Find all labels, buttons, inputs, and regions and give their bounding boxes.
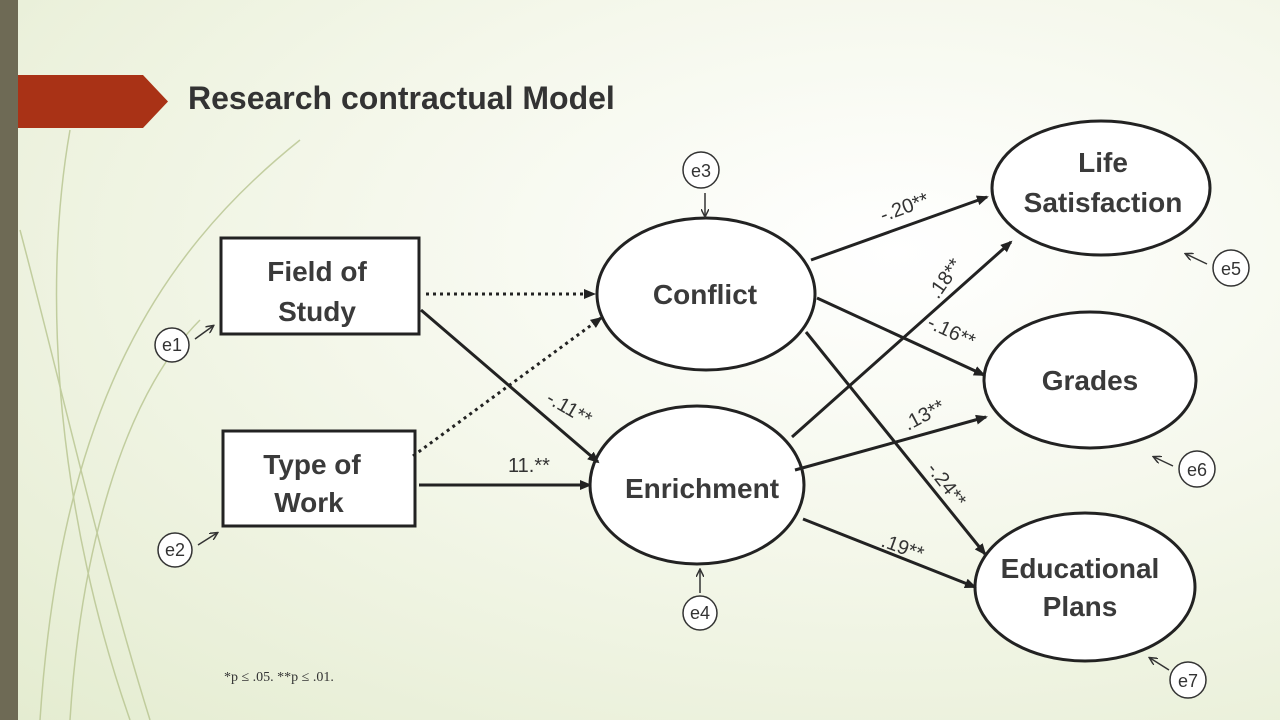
node-enrichment: Enrichment [588,404,806,566]
node-life-satisfaction-line2: Satisfaction [1024,187,1183,218]
error-e4: e4 [682,570,718,631]
node-enrichment-label: Enrichment [625,473,779,504]
path-enrichment-to-grades [794,414,988,472]
left-accent-bar [0,0,18,720]
node-type-of-work: Type of Work [221,429,417,528]
path-conflict-to-life [810,195,989,262]
slide-title: Research contractual Model [188,80,615,116]
title-tab-shape [18,75,168,128]
node-life-satisfaction-line1: Life [1078,147,1128,178]
error-e1-label: e1 [162,335,182,355]
decorative-curves [19,129,301,720]
node-field-of-study-line2: Study [278,296,356,327]
node-type-of-work-line2: Work [274,487,344,518]
coef-field-enrichment: -.11** [543,387,596,430]
node-educational-plans-line2: Plans [1043,591,1118,622]
error-e6: e6 [1154,450,1216,488]
coef-work-enrichment: 11.** [508,455,550,477]
path-work-to-conflict [412,316,603,458]
node-life-satisfaction: Life Satisfaction [990,119,1212,257]
error-e2-label: e2 [165,540,185,560]
coef-enrichment-edu: .19** [878,530,926,566]
node-educational-plans: Educational Plans [973,511,1197,663]
error-e7: e7 [1150,658,1207,699]
path-field-to-enrichment [420,308,600,464]
node-field-of-study: Field of Study [219,236,421,336]
path-enrichment-to-edu [802,517,977,589]
node-educational-plans-line1: Educational [1001,553,1160,584]
node-conflict-label: Conflict [653,279,757,310]
path-conflict-to-grades [816,296,986,377]
node-field-of-study-line1: Field of [267,256,367,287]
error-e7-label: e7 [1178,671,1198,691]
coef-conflict-grades: -.16** [924,312,979,353]
node-grades: Grades [982,310,1198,450]
error-e3: e3 [682,151,720,216]
significance-footnote: *p ≤ .05. **p ≤ .01. [224,670,334,685]
error-e4-label: e4 [690,603,710,623]
error-e1: e1 [154,326,213,363]
node-grades-label: Grades [1042,365,1139,396]
error-e5-label: e5 [1221,259,1241,279]
coef-enrichment-life: .18** [924,255,967,303]
path-enrichment-to-life [791,240,1013,439]
error-e3-label: e3 [691,161,711,181]
node-type-of-work-line1: Type of [263,449,361,480]
node-conflict: Conflict [595,216,817,372]
error-e5: e5 [1186,249,1250,287]
error-e2: e2 [157,533,217,568]
error-e6-label: e6 [1187,460,1207,480]
